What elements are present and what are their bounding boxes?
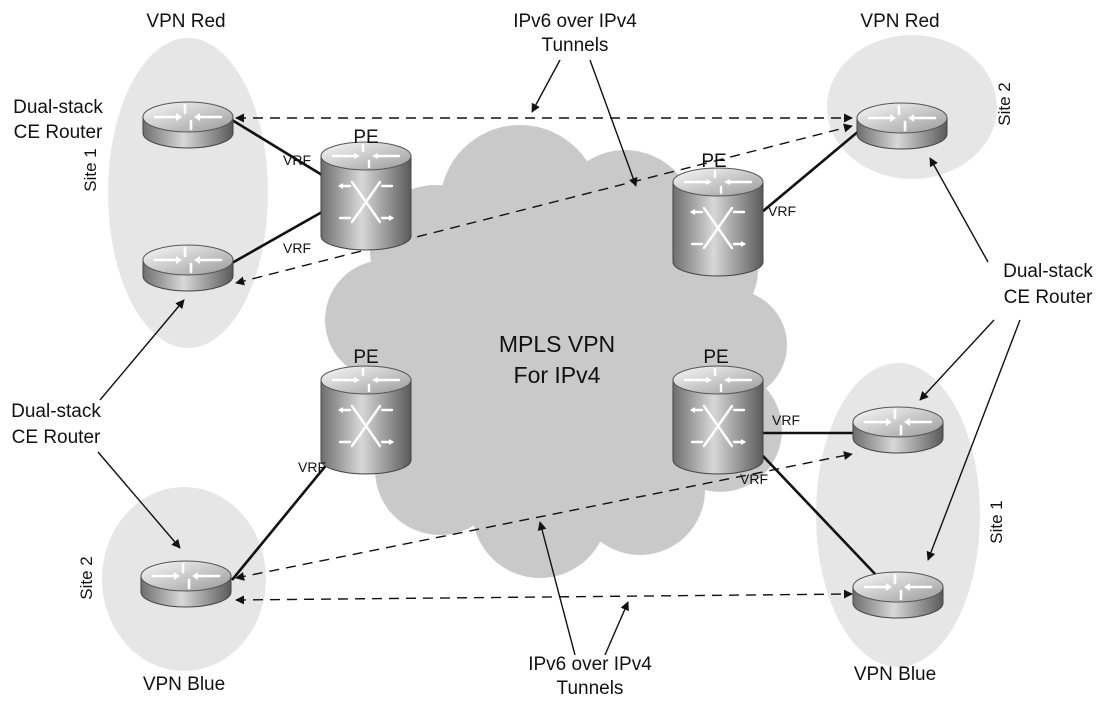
ce-label-right-line1: Dual-stack: [1003, 261, 1093, 282]
site1-label-left: Site 1: [81, 148, 100, 191]
site2-label-left: Site 2: [77, 556, 96, 599]
ce-router-blue-site1-top: [851, 405, 945, 455]
vpn-red-label-left: VPN Red: [146, 11, 225, 32]
ce-router-red-site1-bottom: [141, 243, 235, 293]
cloud-label-line1: MPLS VPN: [499, 331, 615, 357]
site1-red-ellipse: [108, 38, 268, 348]
site2-label-right: Site 2: [995, 82, 1014, 125]
tunnels-bottom-line2: Tunnels: [557, 678, 624, 699]
vpn-blue-label-right: VPN Blue: [854, 664, 936, 685]
vrf-label-tl-upper: VRF: [283, 152, 311, 168]
tunnels-bottom-line1: IPv6 over IPv4: [528, 654, 652, 675]
cloud-label-line2: For IPv4: [514, 362, 601, 388]
pe-router-bottom-right: [671, 364, 765, 476]
ce-label-right-line2: CE Router: [1004, 287, 1093, 308]
ce-label-mid-left-line2: CE Router: [12, 427, 101, 448]
ce-label-top-left-line1: Dual-stack: [13, 97, 103, 118]
vpn-blue-label-left: VPN Blue: [143, 674, 225, 695]
pe-label-top-right: PE: [701, 151, 726, 172]
ce-router-red-site2: [855, 101, 949, 151]
pe-router-top-right: [671, 166, 765, 278]
ce-router-blue-site2: [139, 559, 233, 609]
ce-label-top-left-line2: CE Router: [14, 122, 103, 143]
pe-label-top-left: PE: [353, 127, 378, 148]
tunnels-top-line1: IPv6 over IPv4: [513, 11, 637, 32]
pe-router-bottom-left: [319, 364, 413, 476]
pe-router-top-left: [319, 140, 413, 252]
vrf-label-tr: VRF: [768, 203, 796, 219]
ce-router-blue-site1-bottom: [851, 570, 945, 620]
pe-label-bottom-right: PE: [703, 347, 728, 368]
ipv6-tunnels: [235, 113, 853, 605]
vrf-label-br-upper: VRF: [772, 412, 800, 428]
site1-label-right: Site 1: [987, 500, 1006, 543]
annotation-arrows: [97, 59, 1021, 656]
vrf-label-bl: VRF: [298, 459, 326, 475]
vpn-red-label-right: VPN Red: [860, 11, 939, 32]
pe-label-bottom-left: PE: [353, 347, 378, 368]
ce-router-red-site1-top: [141, 100, 235, 150]
vrf-label-br-lower: VRF: [740, 471, 768, 487]
tunnels-top-line2: Tunnels: [542, 35, 609, 56]
vrf-label-tl-lower: VRF: [283, 240, 311, 256]
ce-label-mid-left-line1: Dual-stack: [11, 401, 101, 422]
